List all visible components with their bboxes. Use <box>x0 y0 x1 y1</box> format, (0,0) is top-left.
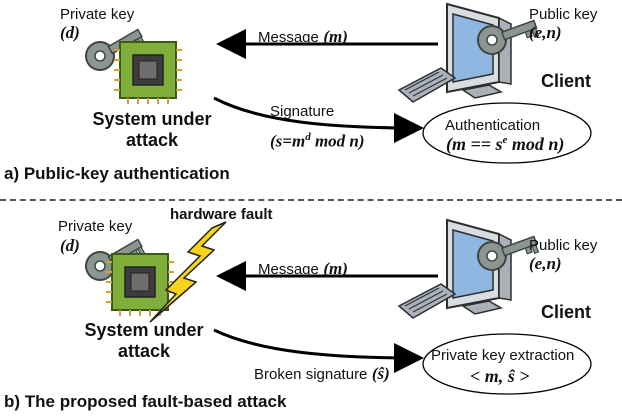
panel-b-broken-signature-symbol: (ŝ) <box>371 364 390 383</box>
panel-a-private-key-symbol: (d) <box>60 23 80 42</box>
panel-a-authentication-label: Authentication <box>445 117 541 134</box>
panel-a-chip-icon <box>113 41 183 105</box>
panel-b-private-key-symbol: (d) <box>60 236 80 255</box>
panel-b-system-label-line2: attack <box>117 341 171 361</box>
panel-a-client-label: Client <box>541 71 592 91</box>
panel-a-signature-formula: (s=md mod n) <box>270 131 365 152</box>
panel-a-caption: a) Public-key authentication <box>4 164 230 183</box>
panel-b-broken-signature-arrow <box>213 328 424 373</box>
panel-a-signature-exponent: d <box>305 131 311 143</box>
panel-b-extraction-ellipse <box>422 333 592 395</box>
panel-a-public-key-symbol: (e,n) <box>529 23 562 42</box>
panel-a-signature-arrow <box>213 96 424 143</box>
panel-a-auth-exponent: e <box>502 134 508 146</box>
panel-a-signature-formula-base: (s=m <box>270 131 306 151</box>
panel-b-private-key-label: Private key <box>58 218 133 235</box>
panel-a-authentication-ellipse <box>422 102 592 164</box>
panel-a-system-label-line1: System under <box>92 109 212 129</box>
panel-a-message-symbol: (m) <box>323 27 348 46</box>
panel-b-system-label-line1: System under <box>84 320 204 340</box>
panel-b-extraction-formula: < m, ŝ > <box>470 366 530 386</box>
panel-b-message-label: Message <box>258 261 319 278</box>
panel-b-extraction-label: Private key extraction <box>431 347 575 364</box>
panel-b-broken-signature-text: Broken signature (ŝ) <box>254 364 390 384</box>
hardware-fault-bolt-icon <box>149 221 227 323</box>
panel-a-system-label-line2: attack <box>125 130 179 150</box>
panel-a-auth-formula-tail: mod n) <box>507 134 565 154</box>
panel-a-private-key-label: Private key <box>60 6 135 23</box>
panel-a-public-key-label: Public key <box>529 6 598 23</box>
panel-b-message-symbol: (m) <box>323 259 348 278</box>
panel-b-caption: b) The proposed fault-based attack <box>4 392 287 411</box>
panel-b-client-label: Client <box>541 302 592 322</box>
hardware-fault-label: hardware fault <box>170 206 273 223</box>
panel-b-broken-signature-label: Broken signature <box>254 366 368 383</box>
panel-divider <box>0 199 622 201</box>
panel-b-public-key-label: Public key <box>529 237 598 254</box>
panel-a-auth-formula-base: (m == s <box>446 134 503 154</box>
panel-b-message-text: Message (m) <box>258 259 348 279</box>
panel-a-message-label: Message <box>258 29 319 46</box>
panel-a-message-text: Message (m) <box>258 27 348 47</box>
panel-a-signature-formula-tail: mod n) <box>310 131 365 151</box>
panel-a-signature-label: Signature <box>270 103 335 120</box>
panel-b-public-key-symbol: (e,n) <box>529 254 562 273</box>
panel-a-authentication-formula: (m == se mod n) <box>446 134 564 155</box>
